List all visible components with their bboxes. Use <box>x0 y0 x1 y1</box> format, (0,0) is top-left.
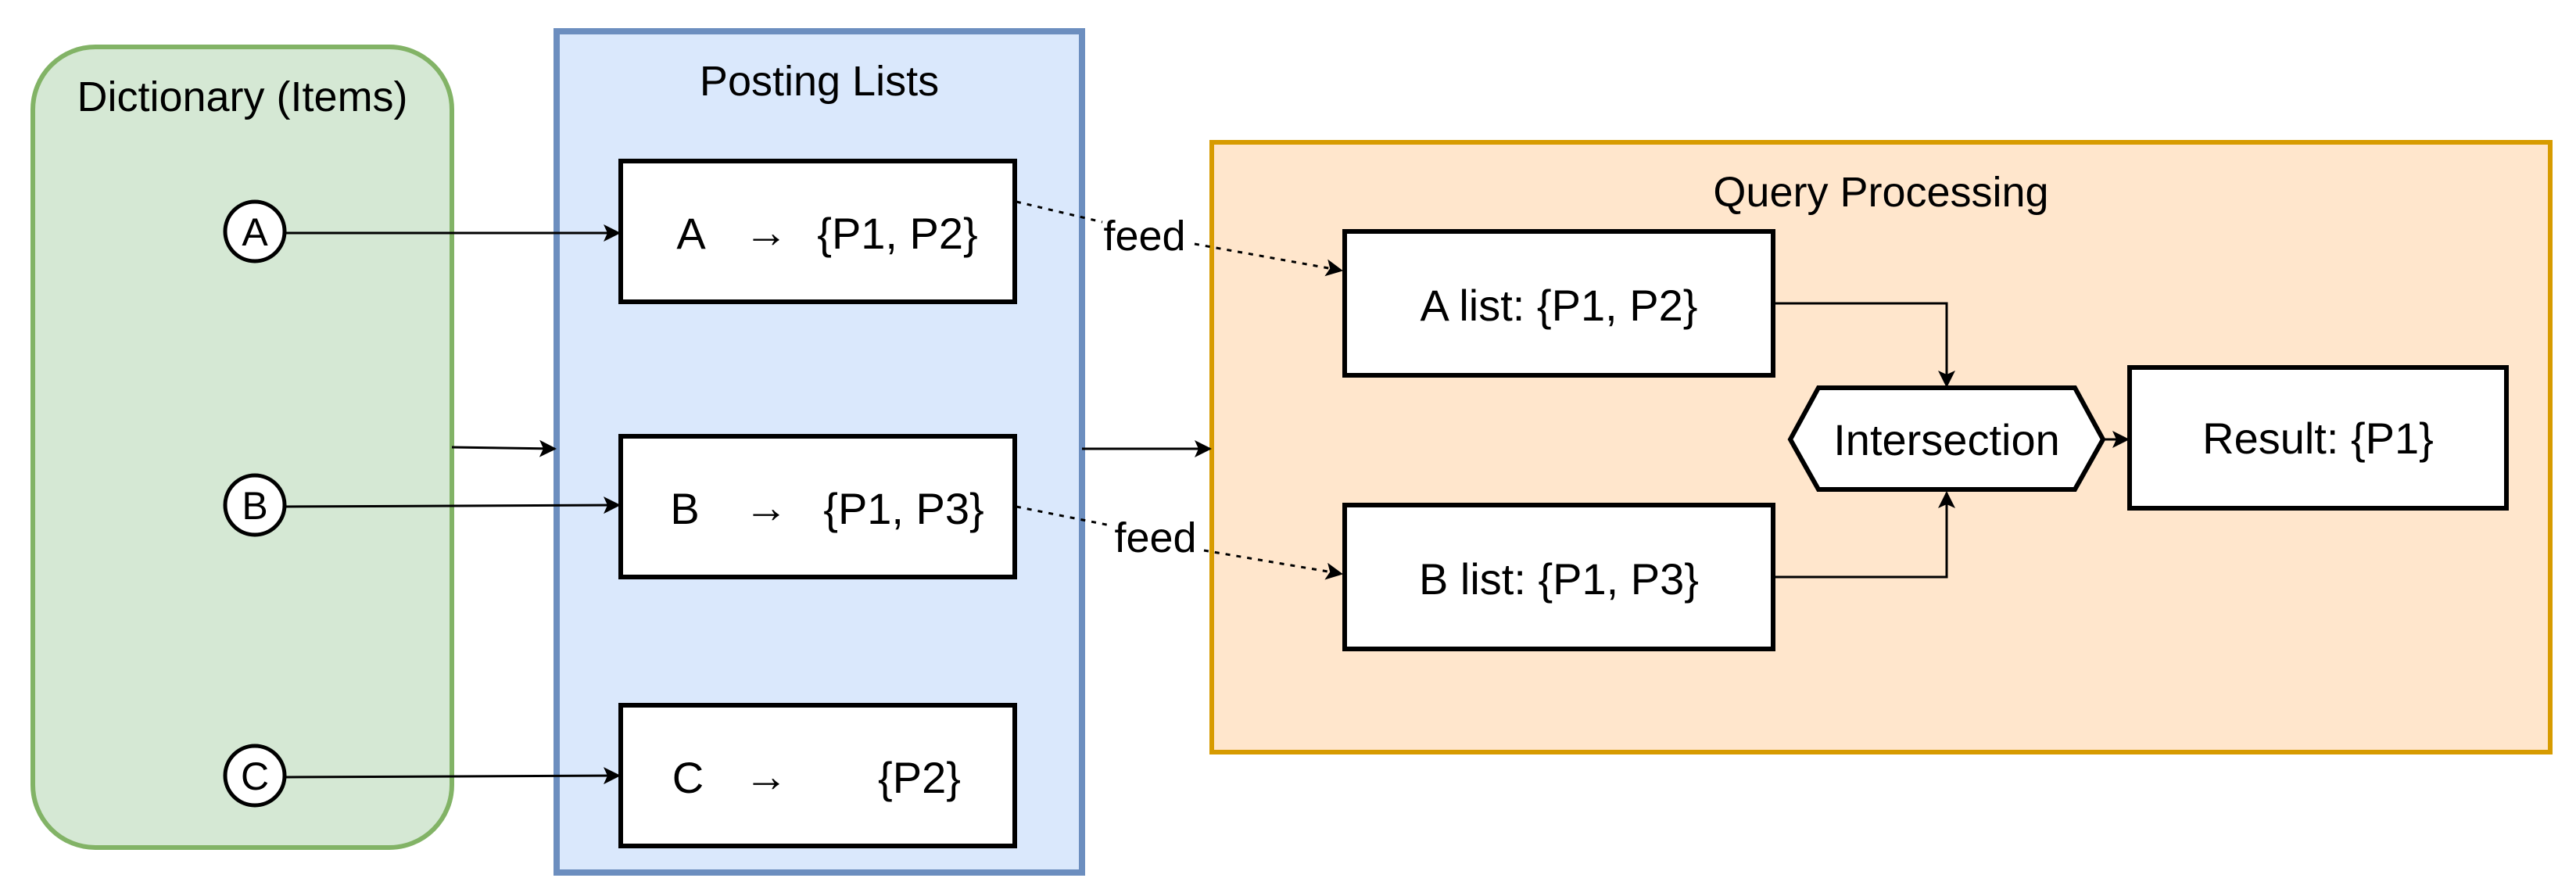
dictionary-item-c-label: C <box>241 754 269 798</box>
dictionary-item-a-label: A <box>242 210 268 254</box>
feed-b-label: feed <box>1114 514 1196 561</box>
dictionary-item-a <box>223 199 287 263</box>
edge-dictionary-to-posting <box>451 439 557 457</box>
edge-feed-b <box>1016 505 1111 527</box>
posting-c-set: {P2} <box>878 753 961 802</box>
dictionary-item-c <box>223 744 287 808</box>
dictionary-title: Dictionary (Items) <box>77 73 407 120</box>
intersection-label: Intersection <box>1833 415 2060 464</box>
posting-c-item: C <box>672 753 704 802</box>
result-box <box>2127 365 2509 511</box>
posting-b-arrow: → <box>744 482 788 532</box>
edge-b-to-posting <box>284 496 621 514</box>
posting-a-set: {P1, P2} <box>817 209 978 258</box>
posting-b-item: B <box>670 484 699 533</box>
posting-box-a <box>618 159 1017 304</box>
a-list-label: A list: {P1, P2} <box>1421 281 1698 330</box>
edge-a-list-to-intersection <box>1775 302 1955 388</box>
a-list-box <box>1342 229 1775 378</box>
posting-box-b <box>618 434 1017 579</box>
query-processing-title: Query Processing <box>1713 169 2048 216</box>
edge-feed-a-tail <box>1194 242 1343 277</box>
edge-c-to-posting <box>284 767 621 785</box>
posting-lists-title: Posting Lists <box>700 58 939 105</box>
dictionary-item-b <box>223 473 287 537</box>
feed-a-label: feed <box>1103 213 1185 260</box>
result-label: Result: {P1} <box>2202 414 2434 463</box>
dictionary-item-b-label: B <box>242 484 267 528</box>
edge-feed-a <box>1016 200 1103 224</box>
edge-feed-b-tail <box>1203 549 1343 580</box>
posting-a-arrow: → <box>744 207 788 256</box>
b-list-box <box>1342 503 1775 651</box>
posting-b-set: {P1, P3} <box>823 484 984 533</box>
posting-a-item: A <box>676 209 706 258</box>
posting-c-arrow: → <box>744 751 788 801</box>
b-list-label: B list: {P1, P3} <box>1419 554 1699 604</box>
dictionary-container <box>30 45 454 850</box>
edge-b-list-to-intersection <box>1775 491 1955 579</box>
posting-box-c <box>618 703 1017 848</box>
